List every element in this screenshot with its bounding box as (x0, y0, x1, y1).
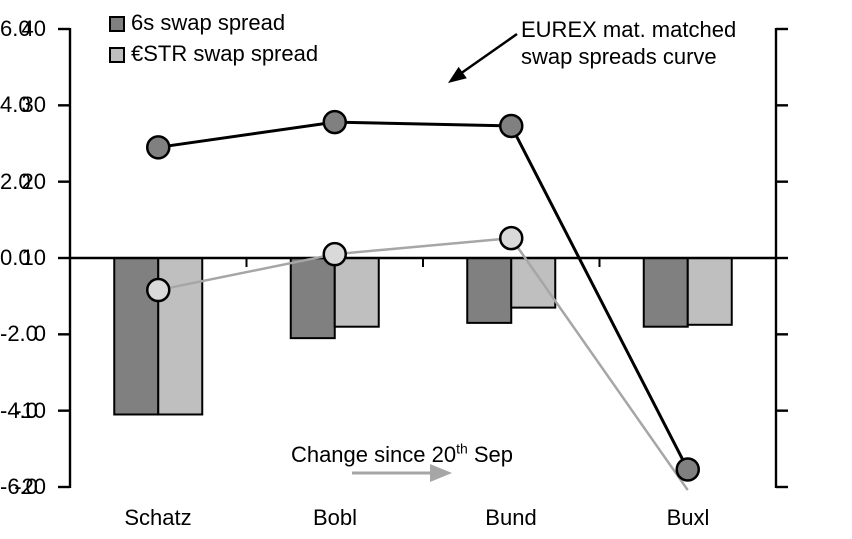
right-axis-tick-label: 2.0 (0, 169, 31, 194)
left-axis-tick-label: 10 (21, 245, 46, 270)
right-axis-tick-label: 0.0 (0, 245, 31, 270)
right-axis-tick-label: -2.0 (0, 321, 38, 346)
left-axis-tick-label: 20 (21, 169, 46, 194)
line-estr-swap-spread-curve (158, 236, 689, 491)
right-axis-tick-label: 4.0 (0, 92, 31, 117)
change-arrow-head (430, 464, 452, 482)
eurex-arrow-line (459, 32, 518, 76)
right-axis-tick-label: -4.0 (0, 398, 38, 423)
category-label-schatz: Schatz (124, 505, 192, 530)
right-axis-tick-label: 6.0 (0, 16, 31, 41)
marker-6s-swap-spread-curve-bund (499, 113, 524, 139)
legend-label-estr: €STR swap spread (131, 41, 319, 66)
change-annotation-superscript: th (456, 440, 468, 457)
left-axis-tick-label: 30 (21, 92, 46, 117)
eurex-annotation-line2: swap spreads curve (521, 44, 717, 69)
category-label-bund: Bund (485, 505, 537, 530)
right-axis-tick-label: -6.0 (0, 474, 38, 499)
category-label-bobl: Bobl (312, 505, 358, 530)
category-label-buxl: Buxl (666, 505, 710, 530)
bar-6s-swap-spread-change-bund (466, 257, 513, 324)
legend-swatch-6s (109, 16, 125, 32)
change-annotation: Change since 20th Sep (267, 440, 537, 467)
change-annotation-text: Change since 20 (290, 442, 457, 467)
bar-estr-swap-spread-change-bund (510, 257, 557, 309)
left-axis-tick-label: 0 (33, 321, 46, 346)
marker-6s-swap-spread-curve-schatz (146, 135, 171, 160)
change-annotation-suffix: Sep (467, 442, 514, 467)
eurex-arrow-head (448, 66, 467, 83)
marker-estr-swap-spread-curve-bund (499, 225, 524, 251)
marker-estr-swap-spread-curve-schatz (146, 277, 171, 303)
legend-swatch-estr (109, 47, 125, 63)
left-axis-tick-label: -20 (14, 474, 46, 499)
legend-label-6s: 6s swap spread (131, 10, 286, 35)
marker-estr-swap-spread-curve-bobl (322, 241, 347, 267)
eurex-annotation-line1: EUREX mat. matched (521, 17, 737, 42)
bar-estr-swap-spread-change-bobl (333, 257, 380, 328)
left-axis-tick-label: 40 (21, 16, 46, 41)
marker-6s-swap-spread-curve-buxl (675, 457, 700, 482)
marker-6s-swap-spread-curve-bobl (322, 109, 347, 135)
eurex-annotation: EUREX mat. matched swap spreads curve (521, 16, 736, 70)
bar-6s-swap-spread-change-buxl (642, 257, 689, 328)
line-6s-swap-spread-curve (158, 120, 690, 471)
bar-estr-swap-spread-change-buxl (686, 257, 733, 326)
left-axis-tick-label: -10 (14, 398, 46, 423)
bar-6s-swap-spread-change-bobl (289, 257, 336, 340)
